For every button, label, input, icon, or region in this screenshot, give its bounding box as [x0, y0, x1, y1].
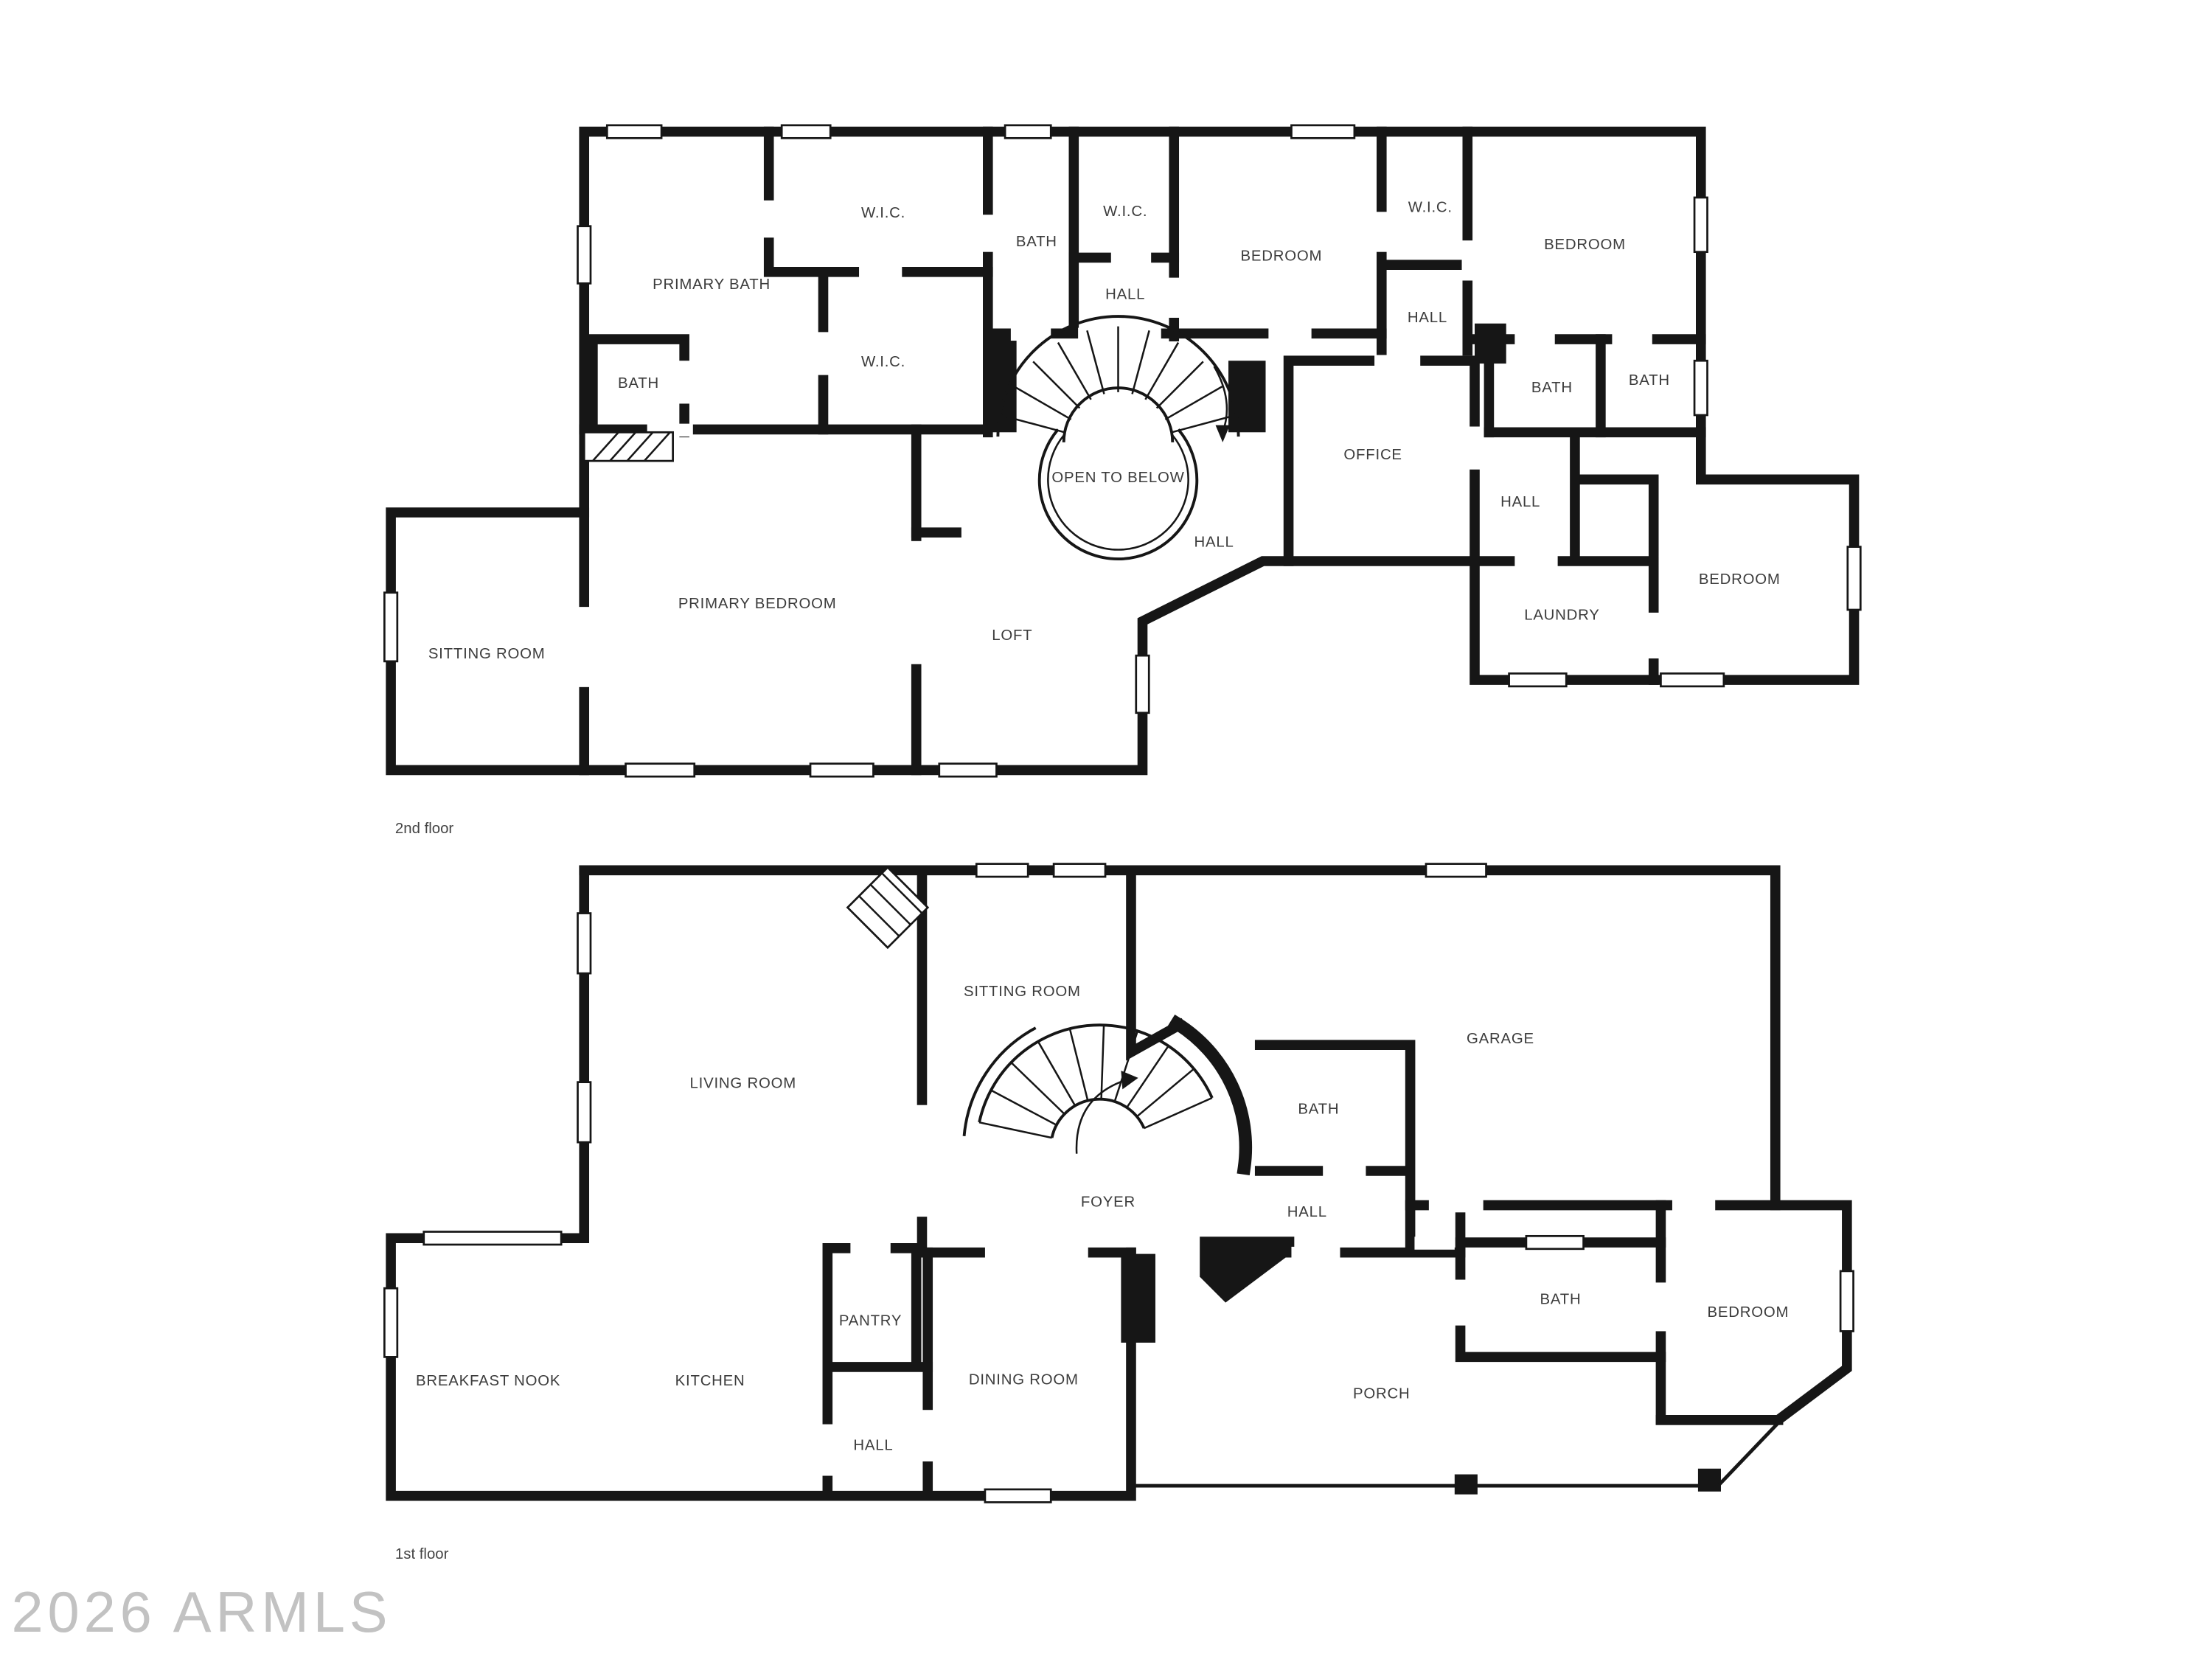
- room-label: BATH: [1531, 380, 1573, 396]
- first-floor-plan: [383, 863, 1854, 1503]
- room-label: PRIMARY BATH: [653, 276, 771, 293]
- room-label: W.I.C.: [861, 205, 905, 221]
- room-label: HALL: [1408, 310, 1447, 326]
- room-labels: 2nd floor W.I.C. PRIMARY BATH BATH W.I.C. BED…: [395, 199, 1789, 1562]
- room-label: PORCH: [1353, 1386, 1410, 1402]
- stair-arrow: [1075, 1078, 1129, 1154]
- room-label: BEDROOM: [1699, 571, 1781, 588]
- second-floor-door-openings: [578, 200, 1661, 687]
- room-label: HALL: [1500, 494, 1540, 510]
- floor-caption: 1st floor: [395, 1546, 449, 1562]
- room-label: FOYER: [1081, 1194, 1135, 1211]
- second-floor-chimney: [582, 431, 674, 462]
- first-floor-porch-edge: [1130, 1419, 1783, 1488]
- room-label: BATH: [1298, 1101, 1339, 1117]
- first-floor-fireplace: [846, 866, 930, 950]
- floor-caption: 2nd floor: [395, 821, 454, 837]
- room-label: BATH: [1016, 234, 1057, 250]
- room-label: SITTING ROOM: [964, 984, 1081, 1000]
- room-label: LIVING ROOM: [690, 1075, 796, 1091]
- room-label: BEDROOM: [1708, 1304, 1790, 1321]
- room-label: KITCHEN: [675, 1373, 745, 1389]
- room-label: OFFICE: [1343, 447, 1402, 463]
- room-label: HALL: [853, 1438, 893, 1454]
- room-label: BEDROOM: [1240, 248, 1322, 264]
- room-label: BREAKFAST NOOK: [416, 1373, 560, 1389]
- room-label: BATH: [1540, 1292, 1582, 1308]
- room-label: W.I.C.: [1103, 204, 1147, 220]
- room-label: BEDROOM: [1544, 237, 1626, 253]
- room-label: W.I.C.: [1408, 199, 1453, 215]
- second-floor-windows: [383, 124, 1862, 778]
- second-floor-staircase: [996, 315, 1240, 560]
- room-label: LOFT: [992, 627, 1032, 644]
- room-label: HALL: [1105, 287, 1145, 303]
- first-floor-staircase: [962, 1015, 1253, 1176]
- room-label: PRIMARY BEDROOM: [678, 596, 837, 612]
- room-label: BATH: [1629, 372, 1670, 389]
- first-floor-door-openings: [821, 1105, 1716, 1476]
- room-label: DINING ROOM: [969, 1371, 1079, 1388]
- room-label: SITTING ROOM: [428, 646, 546, 662]
- room-label: OPEN TO BELOW: [1051, 470, 1184, 486]
- second-floor-solid-wall-blocks: [984, 323, 1506, 433]
- first-floor-solid-wall-blocks: [1121, 1237, 1721, 1495]
- room-label: PANTRY: [839, 1313, 902, 1329]
- second-floor-plan: [383, 124, 1862, 778]
- room-label: HALL: [1194, 535, 1234, 551]
- room-label: BATH: [618, 375, 659, 392]
- stair-arrow: [1213, 366, 1228, 433]
- watermark: 2026 ARMLS: [12, 1581, 392, 1644]
- room-label: LAUNDRY: [1524, 608, 1599, 624]
- first-floor-walls: [386, 865, 1852, 1501]
- room-label: W.I.C.: [861, 354, 905, 370]
- first-floor-windows: [383, 863, 1854, 1503]
- room-label: GARAGE: [1467, 1031, 1534, 1047]
- room-label: HALL: [1287, 1204, 1327, 1220]
